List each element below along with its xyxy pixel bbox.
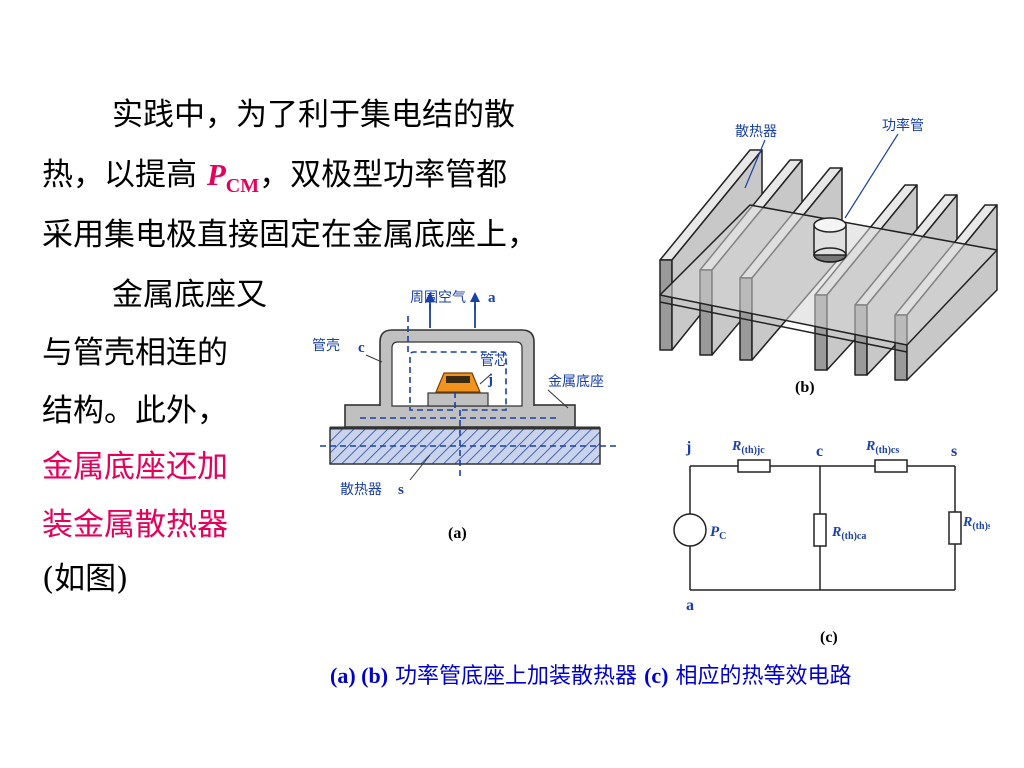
paragraph-line-2b: ，双极型功率管都: [259, 157, 508, 193]
paragraph-line-6: 结构。此外，: [42, 393, 228, 429]
heat-sink-base: [659, 204, 998, 346]
node-j-label: j: [685, 439, 691, 456]
caption-c: (c): [644, 663, 669, 688]
label-node-c: c: [358, 340, 365, 356]
figure-c-caption: (c): [820, 629, 838, 646]
resistor-r-th-ca: [813, 513, 827, 547]
figure-c-thermal-circuit: j c s a R(th)jc R(th)cs R(th)ca R(th)sa …: [673, 439, 990, 646]
node-a-label: a: [686, 597, 694, 614]
label-metal-base: 金属底座: [548, 374, 604, 390]
paragraph-line-4: 金属底座又: [112, 277, 267, 313]
label-sink-b: 散热器: [735, 124, 777, 140]
power-transistor: [813, 217, 847, 263]
label-r-th-ca: R(th)ca: [831, 525, 866, 542]
caption-text-2: 相应的热等效电路: [675, 664, 852, 689]
node-c-label: c: [816, 443, 823, 460]
resistor-r-th-cs: [874, 459, 908, 473]
figure-caption: (a) (b) 功率管底座上加装散热器 (c) 相应的热等效电路: [330, 658, 852, 690]
heat-source: [673, 513, 707, 547]
label-node-j: j: [487, 372, 493, 388]
figure-a-cross-section: 周围空气 a 管壳 c 管芯 j 金属底座 散热器 s (a): [312, 290, 620, 542]
figure-b-heat-sink: 散热器 功率管 (b): [659, 117, 998, 396]
caption-text-1: 功率管底座上加装散热器: [395, 664, 638, 689]
figure-a-caption: (a): [448, 525, 467, 542]
caption-ab: (a) (b): [330, 663, 389, 688]
paragraph-line-9: (如图): [42, 561, 129, 597]
label-r-th-jc: R(th)jc: [731, 439, 765, 456]
pcm-symbol: PCM: [206, 157, 260, 198]
figure-b-caption: (b): [795, 379, 815, 396]
label-ambient-air: 周围空气: [410, 290, 466, 306]
paragraph-line-7: 金属底座还加: [42, 449, 228, 485]
paragraph-line-2: 热，以提高 PCM，双极型功率管都: [42, 144, 507, 217]
label-core: 管芯: [480, 353, 508, 369]
label-node-a-top: a: [488, 290, 496, 306]
label-transistor-b: 功率管: [882, 117, 924, 134]
paragraph-line-5: 与管壳相连的: [42, 335, 228, 371]
paragraph-line-8: 装金属散热器: [42, 507, 228, 543]
label-heat-sink: 散热器: [340, 482, 382, 498]
node-s-label: s: [951, 443, 957, 460]
resistor-r-th-jc: [737, 459, 771, 473]
label-node-s: s: [398, 482, 404, 498]
paragraph-line-1: 实践中，为了利于集电结的散: [112, 97, 515, 133]
label-r-th-cs: R(th)cs: [865, 439, 899, 456]
label-shell: 管壳: [312, 337, 340, 354]
label-power-pc: PC: [710, 524, 726, 542]
label-r-th-sa: R(th)sa: [962, 515, 990, 532]
paragraph-line-3: 采用集电极直接固定在金属底座上，: [42, 217, 538, 253]
paragraph-line-2a: 热，以提高: [42, 157, 197, 193]
resistor-r-th-sa: [948, 511, 962, 545]
